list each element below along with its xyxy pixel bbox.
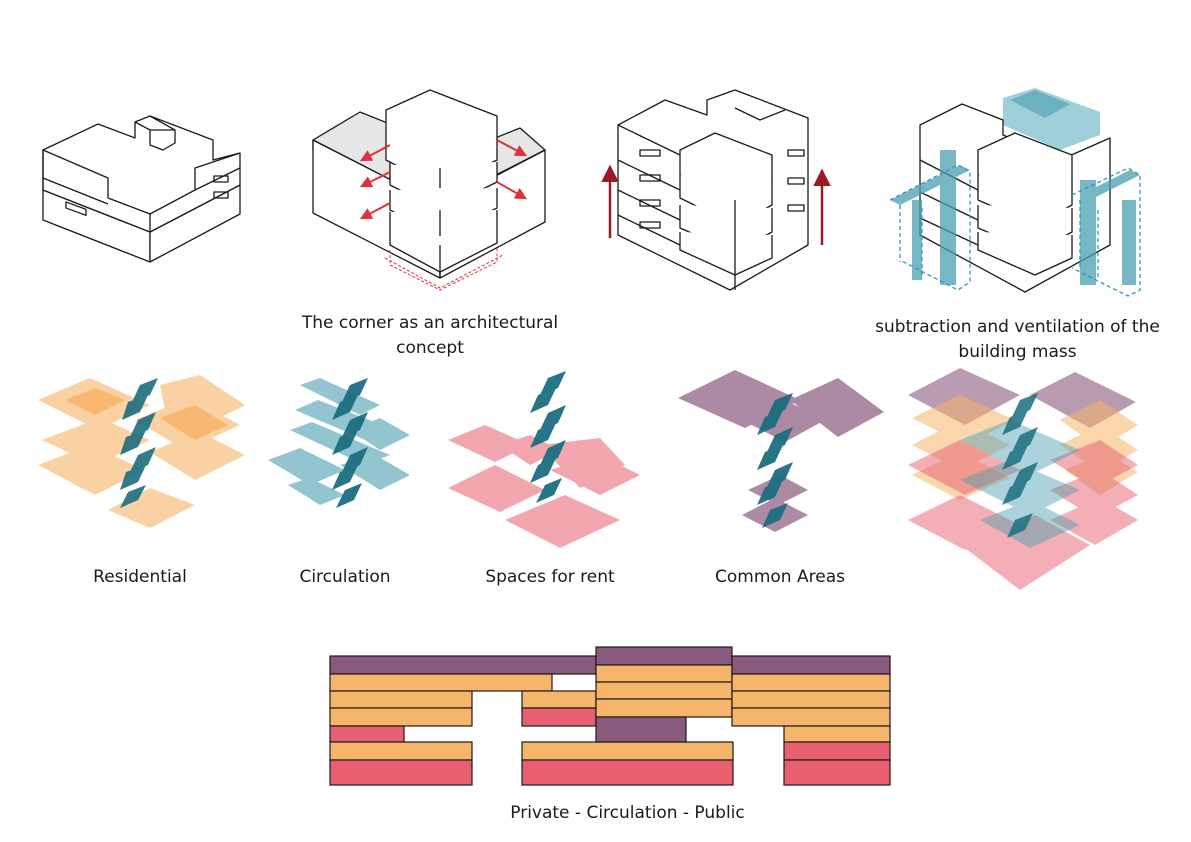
section-band [329,673,553,692]
section-band [329,741,473,761]
caption-corner-line2: concept [396,338,464,358]
common-stair [757,393,793,528]
section-band [783,759,891,786]
circulation-layers [268,378,410,505]
residential-stair [120,378,158,508]
massing-4-diagram [889,88,1141,297]
rent-layers [448,425,640,548]
section-band [783,741,891,761]
section-band [595,646,733,666]
section-band [783,725,891,743]
section-band [521,690,597,709]
caption-subtraction-line2: building mass [958,342,1077,362]
section-band [329,707,473,727]
combined-layers [908,368,1138,590]
section-band [731,673,891,692]
section-band [595,681,733,700]
section-band [731,707,891,727]
caption-section: Private - Circulation - Public [510,803,745,823]
section-band [521,759,734,786]
section-band [731,655,891,675]
massing-2-diagram [312,89,546,291]
section-band [521,707,597,727]
section-band [329,655,597,675]
residential-layers [38,375,245,528]
rent-stair [530,371,566,503]
massing-3-diagram [601,89,831,291]
section-band [329,759,473,786]
section-band [595,698,733,718]
section-band [595,664,733,683]
caption-circulation: Circulation [299,567,391,587]
massing-1-diagram [42,115,241,263]
section-band [731,690,891,709]
section-band [521,741,734,761]
caption-residential: Residential [93,567,187,587]
program-section [329,646,891,786]
caption-spaces-for-rent: Spaces for rent [485,567,615,587]
section-band [595,716,687,743]
circulation-stair [332,378,368,508]
caption-corner-line1: The corner as an architectural [301,313,559,333]
section-band [329,690,473,709]
section-band [329,725,405,743]
caption-common-areas: Common Areas [715,567,845,587]
caption-subtraction-line1: subtraction and ventilation of the [875,317,1160,337]
